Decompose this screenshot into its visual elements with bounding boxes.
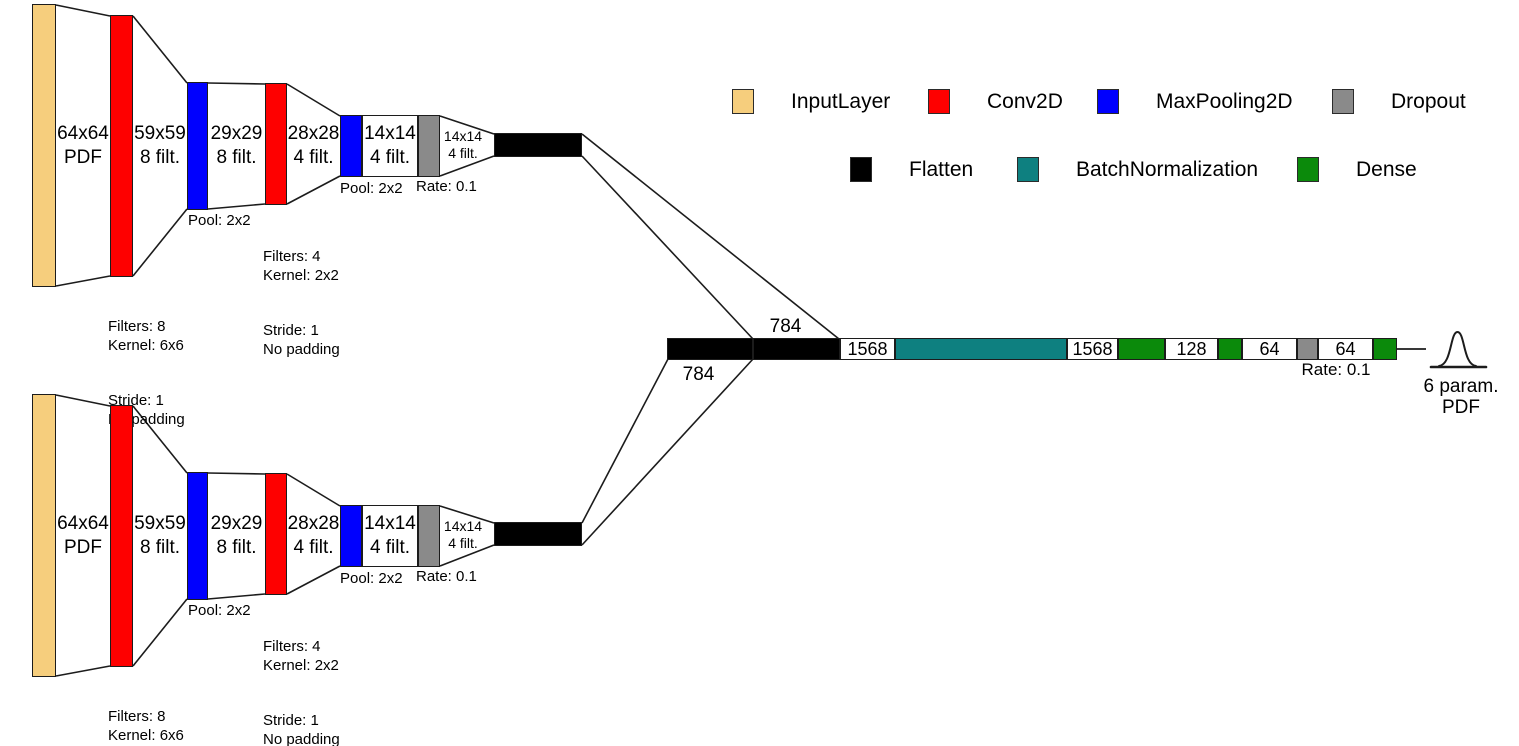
legend-item-batchnormalization: BatchNormalization (1017, 157, 1258, 182)
gaussian-pdf-icon (1429, 330, 1488, 369)
bottom-flatten-bar (494, 522, 582, 546)
merged-flatten-bar-top (753, 338, 840, 360)
legend-item-conv2d: Conv2D (928, 89, 1063, 114)
batchnormalization-swatch-icon (1017, 157, 1039, 182)
dense-bar-2 (1218, 338, 1242, 360)
bottom-dropout-bar (418, 505, 440, 567)
legend-label-inputlayer: InputLayer (791, 89, 891, 113)
bottom-input-layer-bar (32, 394, 56, 677)
top-input-layer-bar (32, 4, 56, 287)
bottom-maxpooling-bar-1 (187, 472, 208, 600)
legend-item-dropout: Dropout (1332, 89, 1466, 114)
top-dropout-note: Rate: 0.1 (416, 178, 477, 195)
flatten-count-top: 784 (769, 316, 802, 337)
top-maxpooling-bar-1 (187, 82, 208, 210)
dense-swatch-icon (1297, 157, 1319, 182)
head-dropout-bar (1297, 338, 1318, 360)
dense-size-box-64-a: 64 (1242, 338, 1297, 360)
maxpooling2d-swatch-icon (1097, 89, 1119, 114)
legend-label-conv2d: Conv2D (987, 89, 1063, 113)
dense-size-box-1568-a: 1568 (840, 338, 895, 360)
bottom-conv2d-bar-2 (265, 473, 287, 595)
legend-item-dense: Dense (1297, 157, 1417, 182)
legend-label-batchnormalization: BatchNormalization (1076, 157, 1259, 181)
legend-label-dense: Dense (1356, 157, 1417, 181)
dense-size-box-128: 128 (1165, 338, 1218, 360)
top-pool2-note: Pool: 2x2 (340, 180, 403, 197)
bottom-maxpooling-bar-2 (340, 505, 362, 567)
head-dropout-note: Rate: 0.1 (1301, 360, 1371, 379)
bottom-pool1-note: Pool: 2x2 (188, 602, 251, 619)
top-maxpooling-bar-2 (340, 115, 362, 177)
conv2d-swatch-icon (928, 89, 950, 114)
inputlayer-swatch-icon (732, 89, 754, 114)
top-dropout-bar (418, 115, 440, 177)
output-label: 6 param.PDF (1423, 376, 1499, 418)
dense-size-box-64-b: 64 (1318, 338, 1373, 360)
legend-item-flatten: Flatten (850, 157, 973, 182)
top-conv2d-bar-2 (265, 83, 287, 205)
top-feature-map-box (362, 115, 418, 177)
flatten-count-bottom: 784 (682, 364, 715, 385)
dense-bar-1 (1118, 338, 1165, 360)
legend-item-maxpooling2d: MaxPooling2D (1097, 89, 1293, 114)
bottom-pool2-note: Pool: 2x2 (340, 570, 403, 587)
legend-label-dropout: Dropout (1391, 89, 1466, 113)
dense-bar-3 (1373, 338, 1397, 360)
merged-flatten-bar-bottom (667, 338, 753, 360)
legend-label-maxpooling2d: MaxPooling2D (1156, 89, 1293, 113)
bottom-dropout-note: Rate: 0.1 (416, 568, 477, 585)
bottom-conv2d-bar-1 (110, 405, 133, 667)
dense-size-box-1568-b: 1568 (1067, 338, 1118, 360)
batchnormalization-bar (895, 338, 1067, 360)
flatten-swatch-icon (850, 157, 872, 182)
top-flatten-bar (494, 133, 582, 157)
dropout-swatch-icon (1332, 89, 1354, 114)
bottom-feature-map-box (362, 505, 418, 567)
top-conv2d-bar-1 (110, 15, 133, 277)
top-pool1-note: Pool: 2x2 (188, 212, 251, 229)
legend-item-inputlayer: InputLayer (732, 89, 890, 114)
legend-label-flatten: Flatten (909, 157, 974, 181)
